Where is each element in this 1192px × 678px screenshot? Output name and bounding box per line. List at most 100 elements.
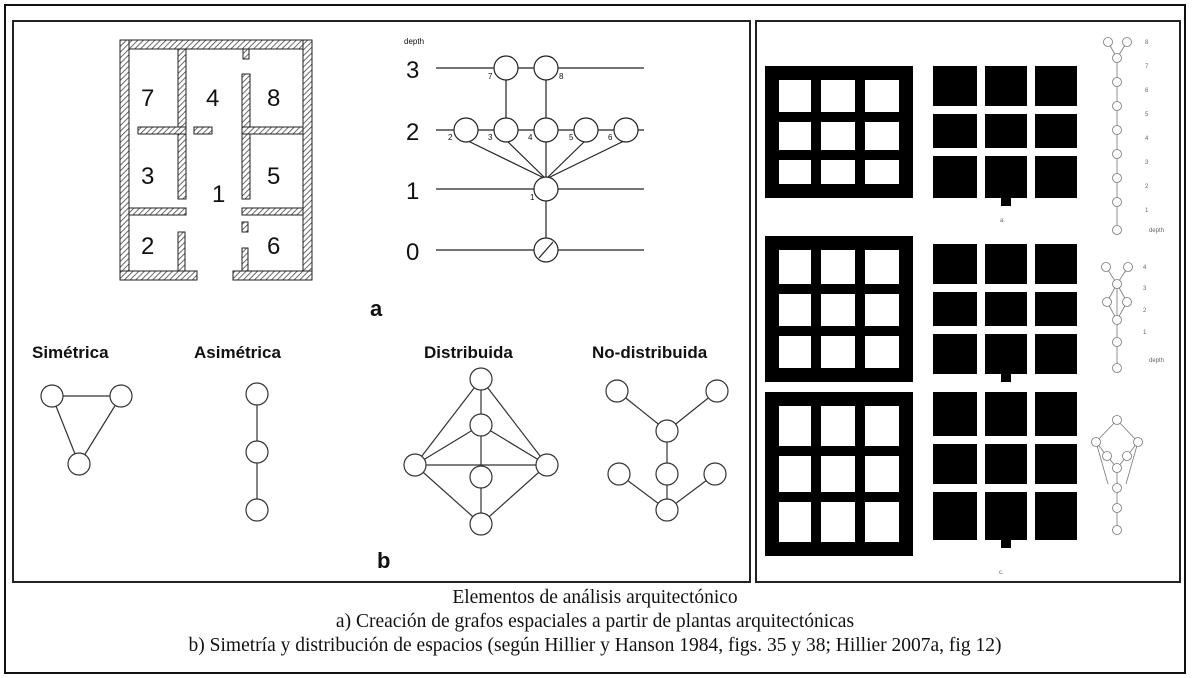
plan-wall-h5	[241, 207, 304, 216]
plan-wall-h2	[193, 126, 213, 135]
svg-text:6: 6	[1145, 88, 1149, 94]
node-label: 8	[559, 72, 564, 81]
node-label: 3	[488, 133, 493, 142]
svg-text:2: 2	[1145, 184, 1149, 190]
room-label: 8	[267, 85, 280, 112]
plan-wall-top	[119, 39, 313, 50]
svg-text:1: 1	[1145, 208, 1149, 214]
room-label: 2	[141, 233, 154, 260]
graph-node	[533, 176, 559, 202]
graph-nondistributed	[605, 379, 729, 522]
svg-text:3: 3	[1143, 286, 1147, 292]
graph-node	[613, 117, 639, 143]
depth-level-label: 3	[406, 57, 419, 84]
plan-wall-inner-left	[177, 48, 187, 200]
plan-outline-b	[765, 236, 913, 382]
plan-wall-stub-6a	[241, 221, 249, 233]
room-label: 1	[212, 181, 225, 208]
plan-wall-bottom-right	[232, 270, 313, 281]
plan-wall-right	[302, 39, 313, 281]
graph-node	[453, 117, 479, 143]
node-label: 6	[608, 133, 613, 142]
plan-wall-bottom-left	[119, 270, 198, 281]
node-label: 2	[448, 133, 453, 142]
figure-frame: 7 4 8 3 1 5 2 6	[4, 4, 1186, 674]
plan-wall-left	[119, 39, 130, 281]
depth-graph-labels: depth 3 2 1 0 7 8 2 3 4 5 6 1 a	[370, 37, 613, 321]
plan-solid-a	[933, 66, 1077, 206]
node-label: 7	[488, 72, 493, 81]
graph-edge	[465, 139, 547, 180]
svg-text:2: 2	[1143, 308, 1147, 314]
graph-title-nondistributed: No-distribuida	[592, 343, 708, 362]
floor-plan-room-numbers: 7 4 8 3 1 5 2 6	[141, 85, 280, 260]
left-panel: 7 4 8 3 1 5 2 6	[12, 20, 751, 583]
svg-text:7: 7	[1145, 64, 1149, 70]
room-label: 5	[267, 163, 280, 190]
plan-wall-stub-2	[177, 231, 186, 272]
caption-line-b: b) Simetría y distribución de espacios (…	[188, 635, 1002, 656]
left-panel-drawing: 7 4 8 3 1 5 2 6	[32, 37, 729, 573]
depth-graph	[436, 55, 644, 263]
graph-node	[493, 117, 519, 143]
svg-text:5: 5	[1145, 112, 1149, 118]
panel-letter-b: b	[377, 548, 390, 573]
plan-wall-h3	[241, 126, 304, 135]
svg-text:8: 8	[1145, 40, 1149, 46]
variant-label: c.	[999, 570, 1004, 576]
svg-text:depth: depth	[1149, 358, 1164, 364]
plan-wall-h4	[128, 207, 187, 216]
plan-wall-h1	[137, 126, 187, 135]
variant-label: a.	[1000, 218, 1005, 224]
graph-type-titles: Simétrica Asimétrica Distribuida No-dist…	[32, 343, 708, 362]
graph-title-symmetric: Simétrica	[32, 343, 109, 362]
floor-plan	[119, 39, 313, 281]
svg-text:depth: depth	[1149, 228, 1164, 234]
right-panel: a. 8 7 6 5 4 3 2 1 depth	[755, 20, 1181, 583]
graph-node	[533, 117, 559, 143]
graph-title-distributed: Distribuida	[424, 343, 513, 362]
graph-edge	[545, 139, 587, 180]
svg-text:3: 3	[1145, 160, 1149, 166]
tree-a	[1103, 37, 1132, 235]
depth-level-label: 1	[406, 178, 419, 205]
plan-outline-a	[765, 66, 913, 198]
graph-asymmetric	[245, 382, 269, 522]
room-label: 6	[267, 233, 280, 260]
graph-symmetric	[40, 384, 133, 476]
svg-text:4: 4	[1145, 136, 1149, 142]
panel-letter-a: a	[370, 296, 383, 321]
node-label: 4	[528, 133, 533, 142]
svg-text:1: 1	[1143, 330, 1147, 336]
graph-node	[493, 55, 519, 81]
graph-edge	[505, 139, 547, 180]
graph-node	[533, 55, 559, 81]
graph-title-asymmetric: Asimétrica	[194, 343, 281, 362]
right-panel-drawing: a. 8 7 6 5 4 3 2 1 depth	[765, 37, 1164, 576]
room-label: 4	[206, 85, 219, 112]
plan-solid-c	[933, 392, 1077, 548]
caption-title: Elementos de análisis arquitectónico	[452, 587, 738, 608]
node-label: 5	[569, 133, 574, 142]
graph-edge	[545, 139, 627, 180]
graph-distributed	[403, 367, 559, 536]
plan-solid-b	[933, 244, 1077, 382]
svg-text:4: 4	[1143, 265, 1147, 271]
depth-level-label: 0	[406, 239, 419, 266]
plan-wall-inner-right	[241, 73, 251, 200]
room-label: 7	[141, 85, 154, 112]
tree-c	[1091, 415, 1143, 535]
depth-axis-label: depth	[404, 37, 424, 46]
plan-wall-stub-6b	[241, 247, 249, 272]
caption-line-a: a) Creación de grafos espaciales a parti…	[335, 611, 855, 632]
root-node-slash	[538, 241, 554, 259]
graph-node	[573, 117, 599, 143]
plan-outline-c	[765, 392, 913, 556]
depth-level-label: 2	[406, 119, 419, 146]
plan-wall-stub-top	[242, 48, 250, 60]
node-label: 1	[530, 193, 535, 202]
room-label: 3	[141, 163, 154, 190]
figure-caption: Elementos de análisis arquitectónico a) …	[6, 586, 1184, 658]
tree-a-labels: 8 7 6 5 4 3 2 1 depth	[1145, 40, 1164, 234]
tree-b-labels: 4 3 2 1 depth	[1143, 265, 1164, 364]
